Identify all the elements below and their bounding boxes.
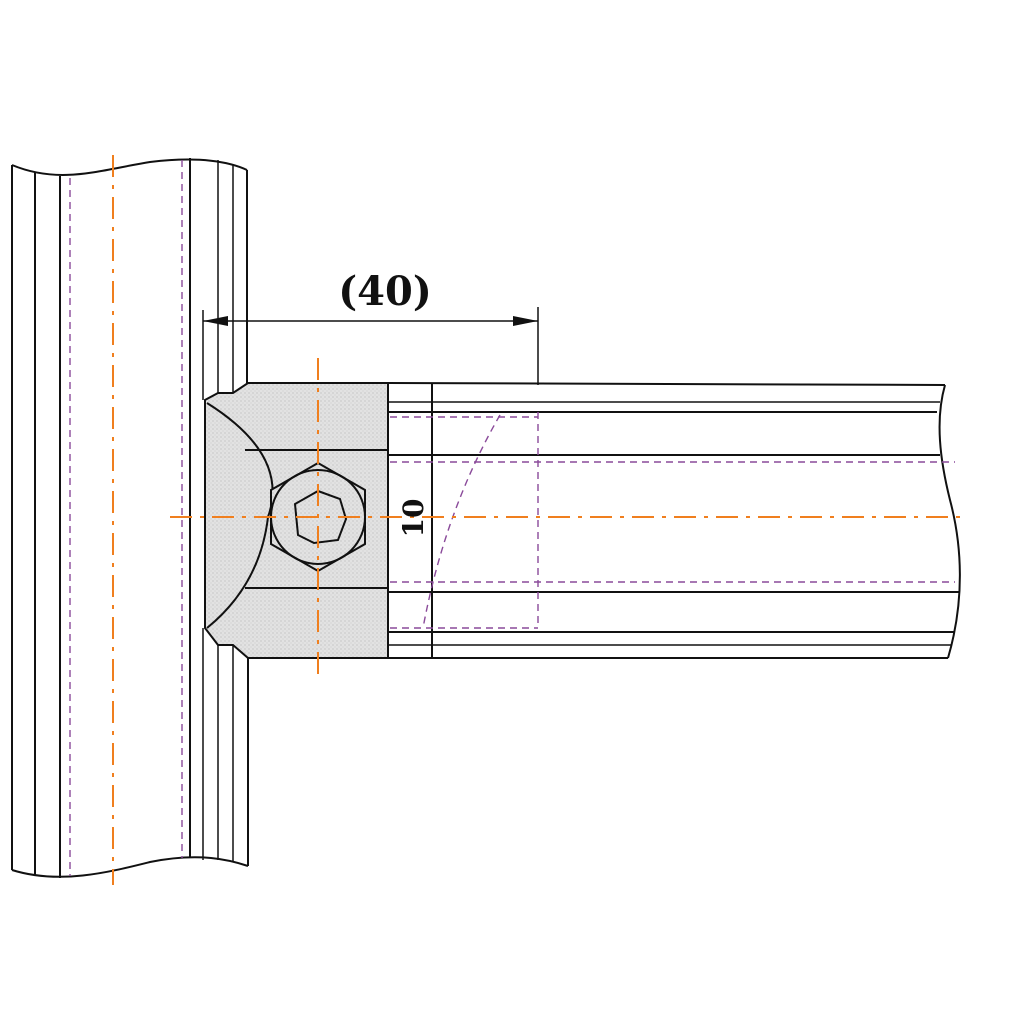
length-dimension-label: (40)	[338, 268, 432, 315]
length-dimension: (40)	[203, 268, 539, 385]
centerlines	[112, 155, 968, 885]
vertical-profile	[11, 158, 249, 878]
width-dimension-label: 10	[397, 499, 430, 538]
horizontal-profile	[387, 382, 961, 659]
